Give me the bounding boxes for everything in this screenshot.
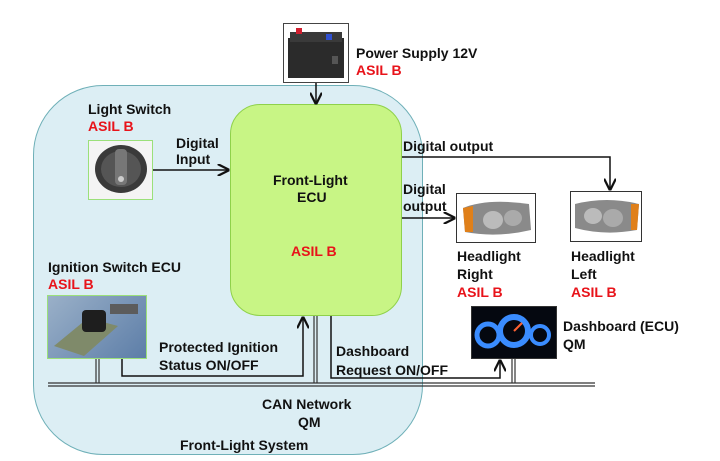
headlight-right-label-2: Right [457, 266, 493, 282]
headlight-right-image [456, 193, 536, 243]
ignition-switch-image [47, 295, 147, 359]
power-supply-label: Power Supply 12V [356, 45, 478, 61]
ecu-asil: ASIL B [291, 243, 337, 259]
digital-input-label-2: Input [176, 151, 211, 167]
system-label: Front-Light System [180, 437, 309, 453]
protected-ignition-arrow [121, 318, 303, 377]
digital-output-right-label-2: output [403, 198, 447, 214]
digital-output-top-label: Digital output [403, 138, 494, 154]
ignition-label: Ignition Switch ECU [48, 259, 181, 275]
headlight-left-asil: ASIL B [571, 284, 617, 300]
protected-ignition-label-1: Protected Ignition [159, 339, 278, 355]
can-network-asil: QM [298, 414, 321, 430]
dashboard-request-label-1: Dashboard [336, 343, 410, 359]
ecu-label-2: ECU [297, 189, 327, 205]
dashboard-request-arrow [330, 316, 500, 379]
can-network-label: CAN Network [262, 396, 352, 412]
digital-input-label-1: Digital [176, 135, 219, 151]
dashboard-request-label-2: Request ON/OFF [336, 362, 449, 378]
dashboard-label: Dashboard (ECU) [563, 318, 679, 334]
light-switch-asil: ASIL B [88, 118, 134, 134]
power-supply-asil: ASIL B [356, 62, 402, 78]
dashboard-image [471, 306, 557, 359]
battery-image [283, 23, 349, 83]
light-switch-image [88, 140, 153, 200]
headlight-left-label-2: Left [571, 266, 597, 282]
protected-ignition-label-2: Status ON/OFF [159, 357, 259, 373]
ignition-asil: ASIL B [48, 276, 94, 292]
digital-output-left-arrow [402, 156, 610, 189]
digital-output-right-label-1: Digital [403, 181, 446, 197]
light-switch-label: Light Switch [88, 101, 172, 117]
headlight-left-label-1: Headlight [571, 248, 635, 264]
ecu-label-1: Front-Light [273, 172, 348, 188]
headlight-right-label-1: Headlight [457, 248, 521, 264]
headlight-right-asil: ASIL B [457, 284, 503, 300]
headlight-left-image [570, 191, 642, 242]
front-light-ecu-block[interactable] [230, 104, 402, 316]
dashboard-asil: QM [563, 336, 586, 352]
